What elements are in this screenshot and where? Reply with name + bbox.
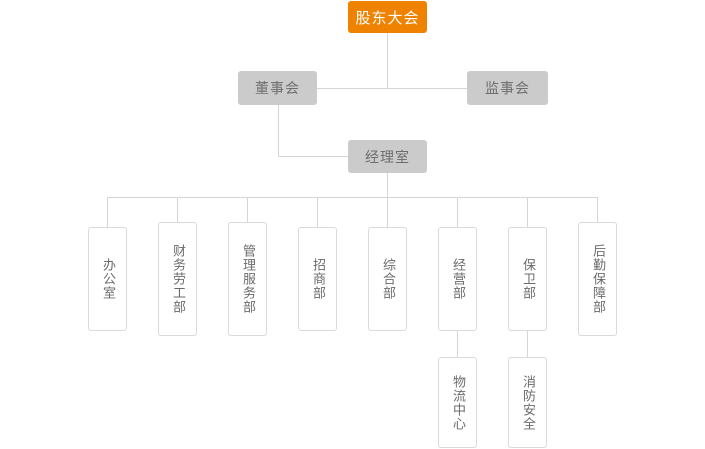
connector-board-down [278, 105, 279, 156]
node-department-finance-labor[interactable]: 财务劳工部 [158, 222, 197, 336]
node-department-logistics-support[interactable]: 后勤保障部 [578, 222, 617, 336]
connector-drop-dept-5 [387, 197, 388, 227]
connector-board-to-manager [278, 156, 348, 157]
node-label: 招商部 [310, 258, 325, 300]
node-shareholders-meeting[interactable]: 股东大会 [348, 1, 427, 33]
connector-level2-bus [278, 88, 508, 89]
connector-department-bus [107, 197, 597, 198]
node-board-of-supervisors[interactable]: 监事会 [467, 71, 548, 105]
node-label: 消防安全 [520, 374, 535, 431]
node-department-operations[interactable]: 经营部 [438, 227, 477, 331]
connector-drop-dept-7 [527, 197, 528, 227]
node-label: 物流中心 [450, 374, 465, 431]
connector-drop-dept-1 [107, 197, 108, 227]
node-label: 后勤保障部 [590, 244, 605, 314]
node-managers-office[interactable]: 经理室 [348, 140, 427, 173]
connector-manager-down [387, 173, 388, 197]
connector-drop-subunit-1 [457, 330, 458, 357]
node-label: 管理服务部 [240, 244, 255, 314]
node-board-of-directors[interactable]: 董事会 [238, 71, 317, 105]
node-label: 经营部 [450, 258, 465, 300]
node-department-office[interactable]: 办公室 [88, 227, 127, 331]
node-label: 董事会 [255, 81, 300, 97]
connector-drop-dept-3 [247, 197, 248, 227]
node-label: 综合部 [380, 258, 395, 300]
node-label: 办公室 [100, 258, 115, 300]
node-subunit-fire-safety[interactable]: 消防安全 [508, 357, 547, 448]
connector-drop-dept-2 [177, 197, 178, 227]
node-department-management-service[interactable]: 管理服务部 [228, 222, 267, 336]
node-label: 财务劳工部 [170, 244, 185, 314]
node-department-investment[interactable]: 招商部 [298, 227, 337, 331]
connector-drop-subunit-2 [527, 330, 528, 357]
node-department-general-affairs[interactable]: 综合部 [368, 227, 407, 331]
connector-drop-dept-6 [457, 197, 458, 227]
node-label: 经理室 [365, 149, 410, 166]
node-label: 保卫部 [520, 258, 535, 300]
node-subunit-logistics-center[interactable]: 物流中心 [438, 357, 477, 448]
connector-drop-dept-8 [597, 197, 598, 227]
node-label: 股东大会 [355, 8, 420, 27]
connector-root-down [387, 33, 388, 88]
node-label: 监事会 [485, 81, 530, 97]
node-department-security[interactable]: 保卫部 [508, 227, 547, 331]
connector-drop-dept-4 [317, 197, 318, 227]
